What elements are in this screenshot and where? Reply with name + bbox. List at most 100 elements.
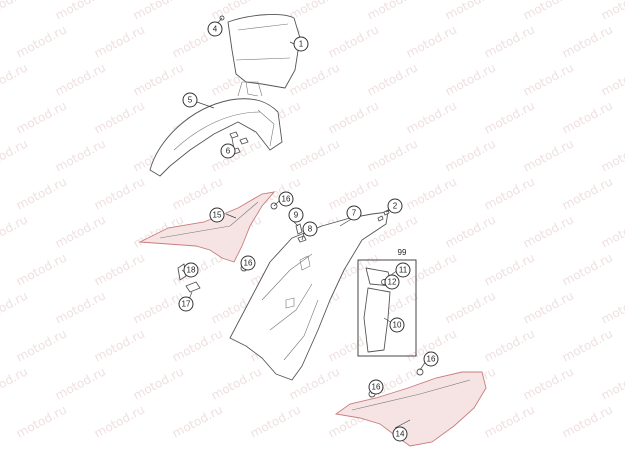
- watermark-text: motod.ru: [14, 22, 69, 60]
- watermark-text: motod.ru: [599, 212, 625, 250]
- watermark-text: motod.ru: [92, 402, 147, 440]
- watermark-text: motod.ru: [209, 136, 264, 174]
- watermark-text: motod.ru: [482, 326, 537, 364]
- callout: 5: [182, 92, 198, 108]
- svg-text:10: 10: [393, 321, 402, 330]
- callout-layer: 1 2 4 5 6 7 8 9 10 11 12 14 15 16 16 16 …: [178, 21, 439, 442]
- callout: 11: [395, 262, 411, 278]
- watermark-text: motod.ru: [53, 212, 108, 250]
- watermark-text: motod.ru: [14, 326, 69, 364]
- svg-text:18: 18: [187, 266, 196, 275]
- watermark-text: motod.ru: [53, 0, 108, 23]
- watermark-text: motod.ru: [560, 174, 615, 212]
- watermark-text: motod.ru: [170, 402, 225, 440]
- svg-text:2: 2: [393, 202, 398, 211]
- watermark-text: motod.ru: [365, 136, 420, 174]
- watermark-text: motod.ru: [92, 98, 147, 136]
- callout: 6: [220, 143, 236, 159]
- watermark-text: motod.ru: [404, 22, 459, 60]
- watermark-text: motod.ru: [443, 136, 498, 174]
- svg-text:1: 1: [299, 40, 304, 49]
- callout: 12: [384, 274, 400, 290]
- watermark-text: motod.ru: [521, 60, 576, 98]
- watermark-text: motod.ru: [521, 136, 576, 174]
- watermark-text: motod.ru: [482, 174, 537, 212]
- svg-text:15: 15: [213, 211, 222, 220]
- watermark-text: motod.ru: [53, 136, 108, 174]
- svg-text:9: 9: [294, 211, 299, 220]
- watermark-text: motod.ru: [92, 22, 147, 60]
- watermark-text: motod.ru: [599, 0, 625, 23]
- watermark-text: motod.ru: [521, 0, 576, 23]
- right-side-panel-part: [334, 371, 487, 447]
- svg-text:4: 4: [213, 25, 218, 34]
- watermark-text: motod.ru: [53, 288, 108, 326]
- callout: 16: [423, 351, 439, 367]
- watermark-text: motod.ru: [53, 60, 108, 98]
- svg-text:17: 17: [182, 300, 191, 309]
- watermark-text: motod.ru: [0, 60, 30, 98]
- watermark-text: motod.ru: [131, 288, 186, 326]
- left-side-panel-part: [138, 191, 276, 263]
- watermark-text: motod.ru: [248, 402, 303, 440]
- callout: 10: [389, 317, 405, 333]
- watermark-text: motod.ru: [599, 364, 625, 402]
- watermark-text: motod.ru: [482, 22, 537, 60]
- svg-text:8: 8: [308, 225, 313, 234]
- watermark-text: motod.ru: [53, 364, 108, 402]
- watermark-text: motod.ru: [560, 250, 615, 288]
- watermark-text: motod.ru: [0, 288, 30, 326]
- watermark-text: motod.ru: [560, 326, 615, 364]
- svg-text:14: 14: [396, 430, 405, 439]
- watermark-text: motod.ru: [482, 402, 537, 440]
- watermark-text: motod.ru: [365, 60, 420, 98]
- watermark-text: motod.ru: [0, 212, 30, 250]
- svg-text:6: 6: [226, 147, 231, 156]
- watermark-text: motod.ru: [131, 364, 186, 402]
- watermark-text: motod.ru: [14, 250, 69, 288]
- watermark-text: motod.ru: [14, 174, 69, 212]
- watermark-text: motod.ru: [92, 326, 147, 364]
- rear-fender-part: [229, 211, 389, 381]
- watermark-text: motod.ru: [326, 98, 381, 136]
- watermark-text: motod.ru: [404, 98, 459, 136]
- fender-bolts-part: [377, 209, 390, 222]
- watermark-text: motod.ru: [404, 174, 459, 212]
- svg-text:16: 16: [427, 355, 436, 364]
- watermark-text: motod.ru: [14, 98, 69, 136]
- watermark-text: motod.ru: [560, 22, 615, 60]
- watermark-text: motod.ru: [521, 288, 576, 326]
- callout: 7: [346, 205, 362, 221]
- watermark-text: motod.ru: [560, 98, 615, 136]
- watermark-text: motod.ru: [170, 174, 225, 212]
- svg-text:12: 12: [388, 278, 397, 287]
- watermark-text: motod.ru: [287, 0, 342, 23]
- callout: 1: [293, 36, 309, 52]
- watermark-text: motod.ru: [443, 0, 498, 23]
- callout: 2: [387, 198, 403, 214]
- watermark-text: motod.ru: [443, 60, 498, 98]
- watermark-text: motod.ru: [170, 326, 225, 364]
- watermark-text: motod.ru: [521, 212, 576, 250]
- front-fender-part: [149, 81, 283, 177]
- svg-text:7: 7: [352, 209, 357, 218]
- svg-text:16: 16: [244, 259, 253, 268]
- watermark-text: motod.ru: [209, 364, 264, 402]
- watermark-text: motod.ru: [92, 250, 147, 288]
- callout: 17: [178, 296, 194, 312]
- number-plate-part: [227, 14, 301, 97]
- group-box-99: [357, 259, 417, 357]
- svg-text:16: 16: [282, 195, 291, 204]
- watermark-text: motod.ru: [560, 402, 615, 440]
- callout: 4: [207, 21, 223, 37]
- watermark-text: motod.ru: [521, 364, 576, 402]
- callout: 18: [183, 262, 199, 278]
- callout: 14: [392, 426, 408, 442]
- watermark-text: motod.ru: [482, 250, 537, 288]
- callout: 16: [278, 191, 294, 207]
- watermark-text: motod.ru: [0, 0, 30, 23]
- svg-text:16: 16: [372, 383, 381, 392]
- watermark-text: motod.ru: [92, 174, 147, 212]
- watermark-text: motod.ru: [326, 22, 381, 60]
